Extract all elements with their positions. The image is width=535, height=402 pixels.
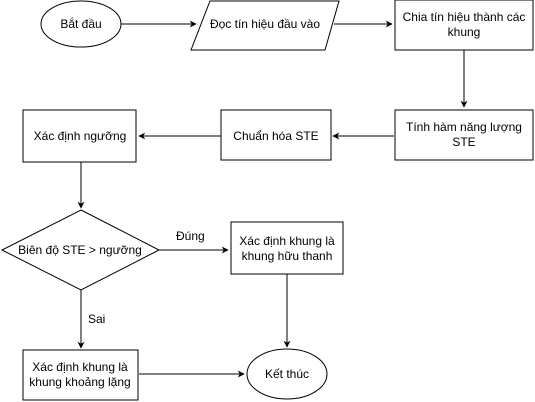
edge-label-no: Sai: [88, 312, 105, 326]
silence-label-line1: Xác định khung là: [32, 360, 128, 374]
split-frames-node: [394, 0, 534, 51]
start-label: Bắt đầu: [60, 16, 101, 31]
end-label: Kết thúc: [265, 367, 309, 381]
threshold-node: [22, 109, 137, 163]
end-node: [246, 348, 328, 400]
edge-label-yes: Đúng: [176, 229, 205, 243]
ste-energy-label-line1: Tính hàm năng lượng: [406, 120, 522, 134]
voiced-label-line1: Xác định khung là: [239, 234, 335, 248]
ste-energy-node: [394, 109, 534, 161]
decision-node: [0, 209, 161, 291]
normalize-node: [220, 109, 332, 161]
ste-energy-label-line2: STE: [452, 135, 475, 149]
split-frames-label-line2: khung: [448, 25, 481, 39]
read-input-label: Đọc tín hiệu đầu vào: [210, 17, 320, 31]
silence-label-line2: khung khoảng lặng: [29, 375, 130, 389]
voiced-node: [230, 221, 344, 275]
split-frames-label-line1: Chia tín hiệu thành các: [403, 10, 526, 24]
decision-label: Biên độ STE > ngưỡng: [18, 243, 142, 257]
voiced-label-line2: khung hữu thanh: [242, 249, 333, 263]
silence-node: [22, 349, 139, 401]
threshold-label: Xác định ngưỡng: [34, 129, 127, 143]
start-node: [40, 0, 122, 48]
read-input-node: [190, 0, 340, 51]
normalize-label: Chuẩn hóa STE: [233, 129, 318, 143]
